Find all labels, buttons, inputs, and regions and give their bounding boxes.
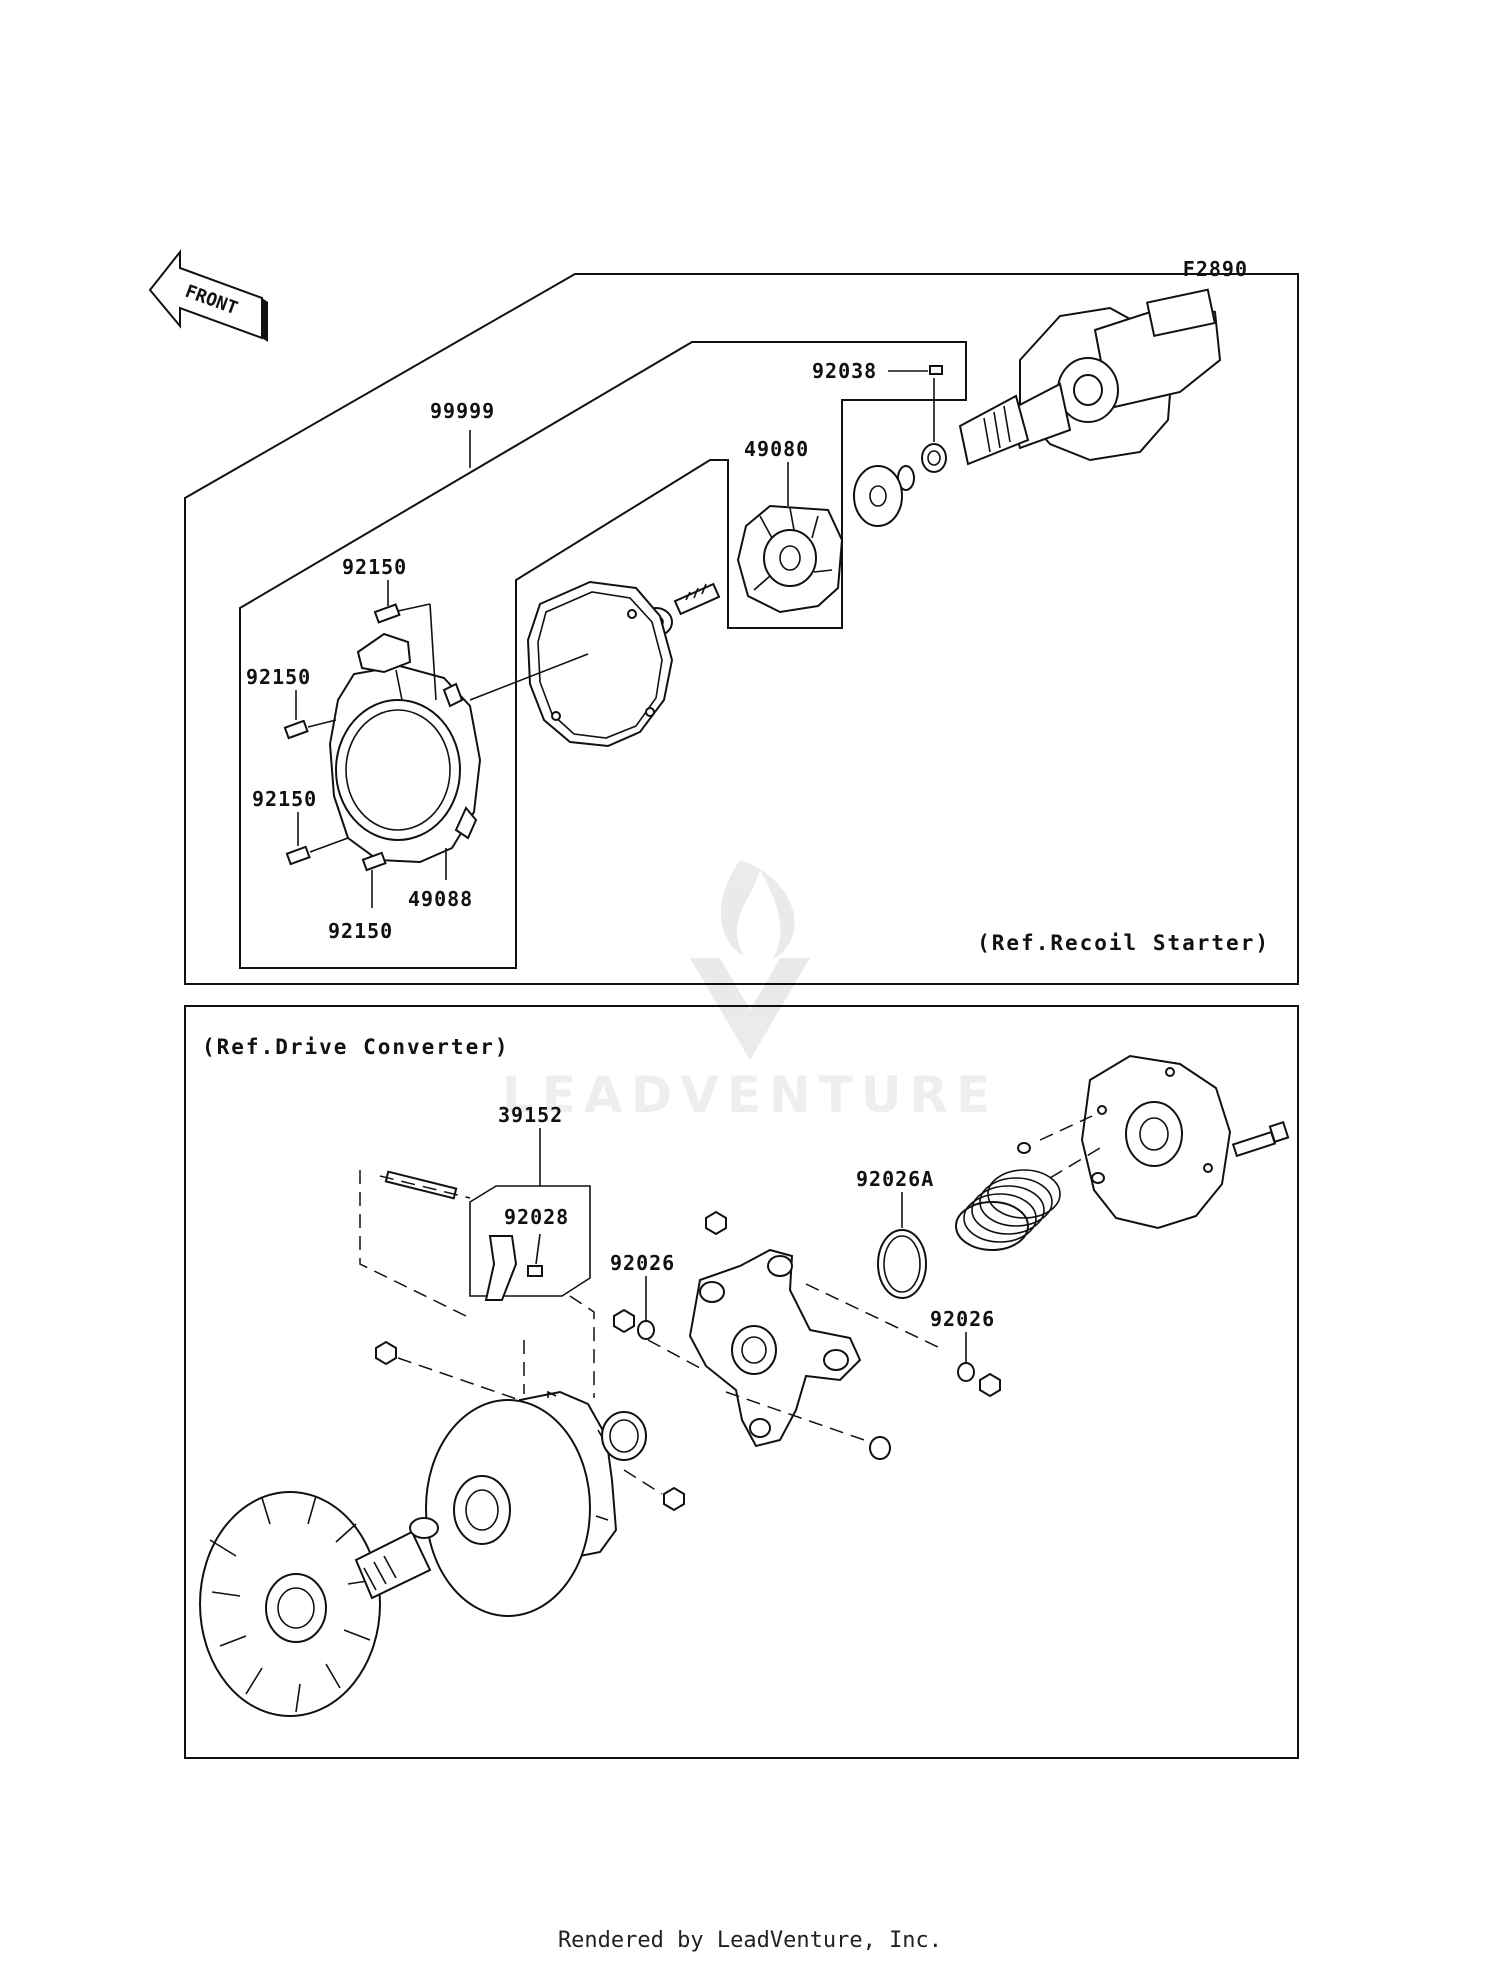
- label-92026-right: 92026: [930, 1307, 995, 1331]
- nut-right: [979, 1372, 1001, 1398]
- nut-mid: [613, 1308, 635, 1334]
- spider: [688, 1248, 862, 1448]
- figure-code: F2890: [1183, 257, 1248, 281]
- label-92150-bottom: 92150: [328, 919, 393, 943]
- watermark-text: LEADVENTURE: [502, 1066, 998, 1124]
- nut-top: [705, 1210, 727, 1236]
- bolt-92150-top: [373, 603, 401, 624]
- label-92038: 92038: [812, 359, 877, 383]
- gasket: [526, 580, 674, 748]
- weight-arm: [484, 1233, 543, 1301]
- bolt-92150-left: [283, 719, 309, 740]
- cover-bolt: [1231, 1120, 1290, 1158]
- starter-bolt: [673, 582, 721, 616]
- assembly-99999-outline: [239, 341, 967, 969]
- part-92038-key: [929, 365, 943, 375]
- flange: [853, 465, 903, 527]
- bolt-92150-bottom: [361, 851, 387, 872]
- label-39152: 39152: [498, 1103, 563, 1127]
- label-99999: 99999: [430, 399, 495, 423]
- label-92150-low: 92150: [252, 787, 317, 811]
- cap-92026-mid: [637, 1320, 655, 1340]
- label-49080: 49080: [744, 437, 809, 461]
- cap-92026-right: [957, 1362, 975, 1382]
- shaft-bushing: [921, 443, 947, 473]
- cover-washer-a: [1017, 1142, 1031, 1154]
- cover-washer-b: [1091, 1172, 1105, 1184]
- fixed-sheave: [199, 1491, 439, 1717]
- ring-92026A: [877, 1229, 927, 1299]
- part-49080-pulley: [736, 504, 844, 614]
- cap-lower: [869, 1436, 891, 1460]
- converter-cover: [1080, 1054, 1232, 1230]
- label-92150-left: 92150: [246, 665, 311, 689]
- pin-shaft: [384, 1170, 458, 1200]
- footer-credit: Rendered by LeadVenture, Inc.: [557, 1928, 943, 1953]
- crankshaft: [958, 288, 1222, 466]
- part-49088-recoil-housing: [328, 632, 482, 864]
- label-92026A: 92026A: [856, 1167, 934, 1191]
- front-arrow-icon: FRONT: [148, 249, 268, 342]
- nut-left: [375, 1340, 397, 1366]
- label-92150-top: 92150: [342, 555, 407, 579]
- label-92026-mid: 92026: [610, 1251, 675, 1275]
- label-49088: 49088: [408, 887, 473, 911]
- drive-section-frame: [184, 1005, 1299, 1759]
- bolt-92150-low: [285, 845, 311, 866]
- assembly-39152-outline: [469, 1185, 591, 1297]
- spring: [955, 1169, 1061, 1251]
- recoil-section-frame: [184, 273, 1299, 985]
- leadventure-watermark-logo: [690, 860, 810, 1060]
- sheave-bushing: [601, 1411, 647, 1461]
- drive-ref-label: (Ref.Drive Converter): [202, 1035, 510, 1059]
- nut-sheave-right: [663, 1486, 685, 1512]
- recoil-ref-label: (Ref.Recoil Starter): [977, 931, 1270, 955]
- movable-sheave: [425, 1390, 618, 1617]
- label-92028: 92028: [504, 1205, 569, 1229]
